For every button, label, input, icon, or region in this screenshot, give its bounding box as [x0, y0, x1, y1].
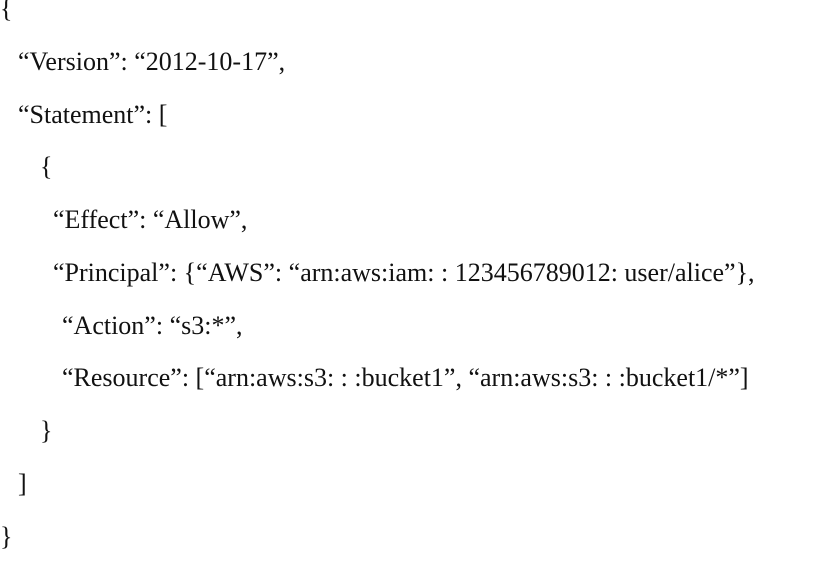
json-policy-document: {“Version”: “2012-10-17”,“Statement”: [{…	[0, 0, 755, 563]
statement-open-brace: {	[0, 141, 755, 194]
close-brace: }	[0, 511, 755, 563]
version-line: “Version”: “2012-10-17”,	[0, 36, 755, 89]
effect-line: “Effect”: “Allow”,	[0, 194, 755, 247]
statement-line: “Statement”: [	[0, 89, 755, 142]
open-brace: {	[0, 0, 755, 36]
statement-close-bracket: ]	[0, 458, 755, 511]
statement-close-brace: }	[0, 405, 755, 458]
action-line: “Action”: “s3:*”,	[0, 300, 755, 353]
resource-line: “Resource”: [“arn:aws:s3: : :bucket1”, “…	[0, 352, 755, 405]
principal-line: “Principal”: {“AWS”: “arn:aws:iam: : 123…	[0, 247, 755, 300]
